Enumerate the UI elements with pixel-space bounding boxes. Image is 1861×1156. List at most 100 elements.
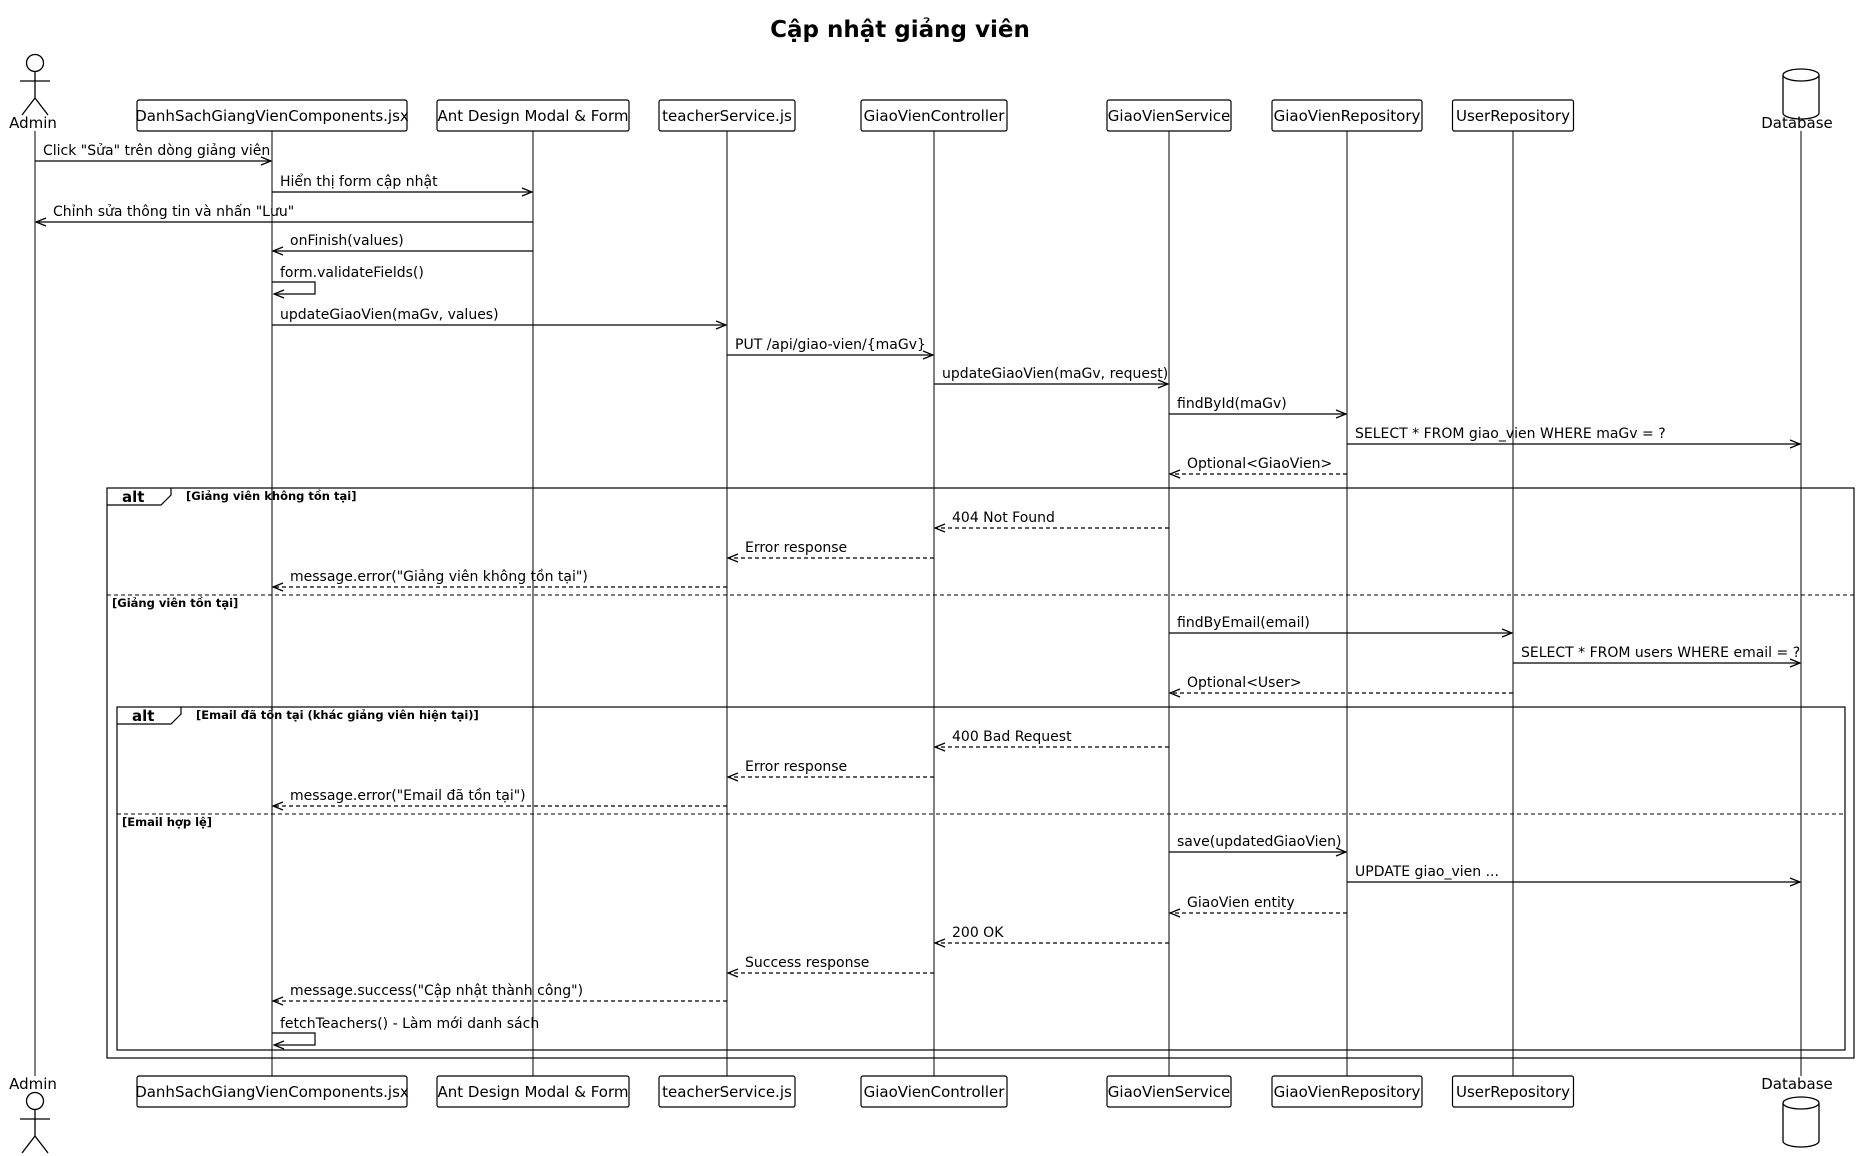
- participant-svc-bottom: GiaoVienService: [1106, 1075, 1232, 1108]
- message-label: findByEmail(email): [1177, 615, 1310, 631]
- message: Error response: [728, 759, 934, 777]
- message-label: SELECT * FROM users WHERE email = ?: [1521, 645, 1800, 661]
- lifelines: [34, 131, 1802, 1076]
- participant-repo-bottom: GiaoVienRepository: [1271, 1075, 1423, 1108]
- message: GiaoVien entity: [1170, 895, 1347, 913]
- participant-label-top: teacherService.js: [662, 107, 792, 125]
- message-label: Error response: [745, 540, 847, 556]
- participant-urepo-top: UserRepository: [1451, 99, 1575, 132]
- message: message.success("Cập nhật thành công"): [273, 983, 727, 1001]
- message: SELECT * FROM users WHERE email = ?: [1513, 645, 1800, 663]
- participant-urepo-bottom: UserRepository: [1451, 1075, 1575, 1108]
- message-label: message.error("Giảng viên không tồn tại"…: [290, 568, 588, 585]
- message: 400 Bad Request: [935, 729, 1169, 747]
- message: UPDATE giao_vien ...: [1347, 864, 1800, 882]
- participant-label-bottom: UserRepository: [1456, 1083, 1570, 1101]
- participant-label-top: Admin: [9, 114, 57, 132]
- message-label: save(updatedGiaoVien): [1177, 834, 1341, 850]
- participant-label-bottom: Admin: [9, 1075, 57, 1093]
- message-label: 400 Bad Request: [952, 729, 1072, 745]
- message-label: Chỉnh sửa thông tin và nhấn "Lưu": [53, 204, 294, 220]
- message-arrow: [272, 1032, 316, 1045]
- message-label: updateGiaoVien(maGv, request): [942, 366, 1168, 382]
- participant-label-top: GiaoVienService: [1108, 107, 1230, 125]
- participant-label-bottom: GiaoVienRepository: [1274, 1083, 1421, 1101]
- fragment-condition: [Email hợp lệ]: [122, 815, 212, 829]
- message-label: PUT /api/giao-vien/{maGv}: [735, 337, 926, 353]
- message-label: Error response: [745, 759, 847, 775]
- participant-repo-top: GiaoVienRepository: [1271, 99, 1423, 132]
- participant-ts-bottom: teacherService.js: [658, 1075, 796, 1108]
- message: Error response: [728, 540, 934, 558]
- message: fetchTeachers() - Làm mới danh sách: [272, 1016, 539, 1045]
- participant-modal-bottom: Ant Design Modal & Form: [436, 1075, 630, 1108]
- message: 200 OK: [935, 925, 1169, 943]
- participant-label-top: GiaoVienController: [864, 107, 1006, 125]
- message: updateGiaoVien(maGv, values): [272, 307, 726, 325]
- database-icon: [1782, 1096, 1820, 1148]
- message: updateGiaoVien(maGv, request): [934, 366, 1168, 384]
- participants-bottom: Admin DanhSachGiangVienComponents.jsx Ant …: [9, 1075, 1833, 1154]
- message: SELECT * FROM giao_vien WHERE maGv = ?: [1347, 426, 1800, 444]
- fragment-condition: [Giảng viên không tồn tại]: [186, 489, 356, 503]
- message: save(updatedGiaoVien): [1169, 834, 1346, 852]
- message-label: SELECT * FROM giao_vien WHERE maGv = ?: [1355, 426, 1666, 442]
- message-label: 200 OK: [952, 925, 1004, 941]
- message-label: Success response: [745, 955, 869, 971]
- alt-fragment: alt [Giảng viên không tồn tại] [Giảng viên…: [106, 487, 1855, 1059]
- message-label: Hiển thị form cập nhật: [280, 173, 438, 190]
- fragment-keyword: alt: [132, 707, 154, 725]
- message-arrow: [272, 281, 316, 294]
- participant-label-top: UserRepository: [1456, 107, 1570, 125]
- message: message.error("Giảng viên không tồn tại"…: [273, 568, 727, 587]
- message-label: Optional<User>: [1187, 675, 1302, 691]
- fragment-keyword: alt: [122, 488, 144, 506]
- participant-label-bottom: Database: [1761, 1075, 1833, 1093]
- diagram-title: Cập nhật giảng viên: [770, 17, 1030, 43]
- message: Optional<User>: [1170, 675, 1513, 693]
- message-label: findById(maGv): [1177, 396, 1287, 412]
- participant-modal-top: Ant Design Modal & Form: [436, 99, 630, 132]
- message: findByEmail(email): [1169, 615, 1512, 633]
- message: Success response: [728, 955, 934, 973]
- message: Hiển thị form cập nhật: [272, 173, 532, 192]
- fragment-condition: [Email đã tồn tại (khác giảng viên hiện …: [196, 708, 479, 722]
- message-label: updateGiaoVien(maGv, values): [280, 307, 499, 323]
- participant-svc-top: GiaoVienService: [1106, 99, 1232, 132]
- message: form.validateFields(): [272, 265, 424, 294]
- message-label: form.validateFields(): [280, 265, 424, 281]
- message: findById(maGv): [1169, 396, 1346, 414]
- participant-label-bottom: GiaoVienController: [864, 1083, 1006, 1101]
- message-label: UPDATE giao_vien ...: [1355, 864, 1499, 880]
- participant-label-bottom: DanhSachGiangVienComponents.jsx: [135, 1083, 409, 1101]
- message: Optional<GiaoVien>: [1170, 456, 1347, 474]
- fragment-condition: [Giảng viên tồn tại]: [112, 596, 238, 610]
- actor-icon: [20, 1091, 50, 1154]
- actor-icon: [20, 53, 50, 116]
- message-label: fetchTeachers() - Làm mới danh sách: [280, 1016, 539, 1032]
- participant-label-bottom: teacherService.js: [662, 1083, 792, 1101]
- message: onFinish(values): [273, 233, 533, 251]
- message: Click "Sửa" trên dòng giảng viên: [35, 143, 271, 161]
- participant-ctrl-bottom: GiaoVienController: [860, 1075, 1008, 1108]
- participant-ds-top: DanhSachGiangVienComponents.jsx: [135, 99, 409, 132]
- message: message.error("Email đã tồn tại"): [273, 787, 727, 806]
- database-icon: [1782, 68, 1820, 120]
- alt-fragment: alt [Email đã tồn tại (khác giảng viên hi…: [116, 706, 1846, 1051]
- message-label: onFinish(values): [290, 233, 404, 249]
- fragments: alt [Giảng viên không tồn tại] [Giảng viên…: [106, 487, 1855, 1059]
- participant-label-bottom: Ant Design Modal & Form: [438, 1083, 629, 1101]
- message: PUT /api/giao-vien/{maGv}: [727, 337, 933, 355]
- participant-label-top: Database: [1761, 114, 1833, 132]
- message-label: Click "Sửa" trên dòng giảng viên: [43, 143, 270, 159]
- participants-top: Admin DanhSachGiangVienComponents.jsx Ant …: [9, 53, 1833, 132]
- message-label: GiaoVien entity: [1187, 895, 1295, 911]
- message: Chỉnh sửa thông tin và nhấn "Lưu": [36, 204, 533, 222]
- message-label: 404 Not Found: [952, 510, 1055, 526]
- participant-label-top: Ant Design Modal & Form: [438, 107, 629, 125]
- message-label: message.success("Cập nhật thành công"): [290, 983, 583, 999]
- participant-label-top: GiaoVienRepository: [1274, 107, 1421, 125]
- message: 404 Not Found: [935, 510, 1169, 528]
